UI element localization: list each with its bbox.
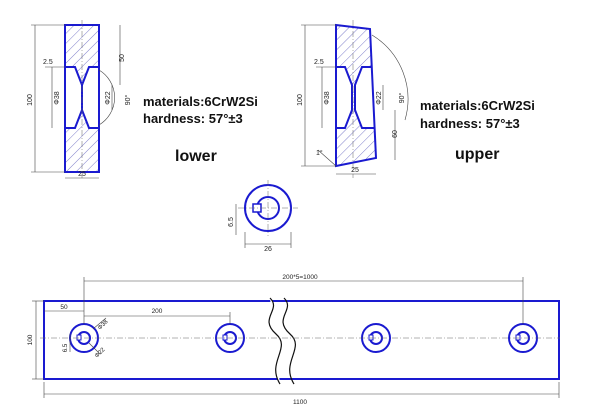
hole-detail-dim-26: 26 <box>264 246 272 253</box>
bar-break-right <box>282 297 296 385</box>
lower-hardness-label: hardness: 57°±3 <box>143 111 243 126</box>
bar-dim-200: 200 <box>152 308 163 315</box>
upper-dim-60: 60 <box>392 130 399 138</box>
upper-title: upper <box>455 146 499 163</box>
bar-dim-100: 100 <box>27 334 34 345</box>
upper-dim-90: 90° <box>398 93 406 104</box>
bar-view: 200*5=1000 50 200 100 Φ38 Φ22 6.5 1100 <box>27 274 560 406</box>
bar-dim-6-5: 6.5 <box>63 343 69 352</box>
upper-dim-25: 25 <box>351 167 359 174</box>
bar-outline <box>43 300 560 380</box>
bar-dim-22: Φ22 <box>94 347 107 360</box>
lower-dim-2-5: 2.5 <box>43 59 53 66</box>
bar-dim-1100: 1100 <box>293 399 307 406</box>
upper-dim-1: 1° <box>316 149 323 157</box>
lower-groove-void <box>65 67 82 128</box>
lower-dim-25: 25 <box>78 171 86 178</box>
upper-angle-arc <box>371 34 409 121</box>
upper-groove-left <box>336 66 353 129</box>
upper-hardness-label: hardness: 57°±3 <box>420 116 520 131</box>
upper-materials-label: materials:6CrW2Si <box>420 98 535 113</box>
hole-detail-dim-6-5: 6.5 <box>228 217 235 227</box>
lower-dim-22: Φ22 <box>105 91 112 104</box>
lower-dim-50: 50 <box>119 54 126 62</box>
upper-dim-100: 100 <box>297 94 304 106</box>
lower-title: lower <box>175 148 217 165</box>
upper-outline <box>335 23 378 168</box>
lower-dim-38: Φ38 <box>54 91 61 104</box>
lower-dim-90: 90° <box>124 95 132 106</box>
upper-section-view: 100 Φ38 2.5 Φ22 90° 60 1° 25 materials:6… <box>297 20 535 178</box>
upper-groove-right <box>354 66 374 129</box>
upper-dim-38: Φ38 <box>324 91 331 104</box>
lower-section-view: 100 Φ38 2.5 Φ22 50 90° 25 materials:6CrW… <box>27 20 258 179</box>
upper-dim-2-5: 2.5 <box>314 59 324 66</box>
lower-groove-void-right <box>82 67 99 128</box>
lower-dim-100: 100 <box>27 94 34 106</box>
lower-materials-label: materials:6CrW2Si <box>143 94 258 109</box>
bar-dim-38: Φ38 <box>97 319 110 332</box>
bar-dim-pitch: 200*5=1000 <box>282 274 318 281</box>
upper-dim-22: Φ22 <box>376 91 383 104</box>
lower-angle-arc <box>98 69 115 126</box>
bar-dim-50: 50 <box>60 304 68 311</box>
bar-break-left <box>268 297 282 385</box>
hole-detail-view: 6.5 26 <box>228 180 298 253</box>
